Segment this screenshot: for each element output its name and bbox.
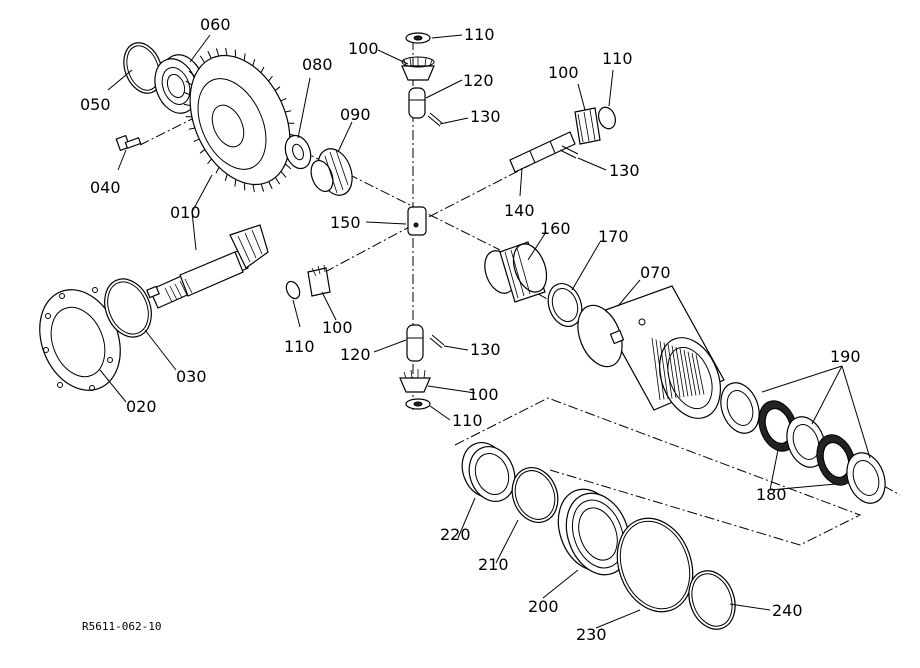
callout-180: 180 xyxy=(756,485,787,504)
callout-090: 090 xyxy=(340,105,371,124)
o-ring-230 xyxy=(616,517,694,613)
callout-030: 030 xyxy=(176,367,207,386)
side-gear-160 xyxy=(484,241,548,303)
spider-top-group xyxy=(401,32,443,127)
side-gear-090 xyxy=(310,148,353,196)
callout-220: 220 xyxy=(440,525,471,544)
roller-bearing-200 xyxy=(557,488,631,576)
spider-block-150 xyxy=(407,206,427,236)
drawing-code: R5611-062-10 xyxy=(82,620,161,633)
callout-200: 200 xyxy=(528,597,559,616)
callout-120-top: 120 xyxy=(463,71,494,90)
spider-bottom-group xyxy=(399,324,445,410)
callout-130-top: 130 xyxy=(470,107,501,126)
callout-210: 210 xyxy=(478,555,509,574)
seal-220 xyxy=(461,442,516,502)
washer-170 xyxy=(547,283,583,327)
callout-100-left: 100 xyxy=(322,318,353,337)
o-ring-030 xyxy=(104,278,152,338)
callout-040: 040 xyxy=(90,178,121,197)
callout-230: 230 xyxy=(576,625,607,644)
bevel-ring-gear-010 xyxy=(183,47,297,193)
thrust-washer-080 xyxy=(284,134,312,170)
spider-right-group xyxy=(509,106,617,173)
callout-240: 240 xyxy=(772,601,803,620)
clutch-plates-180-190 xyxy=(720,382,886,504)
callout-070: 070 xyxy=(640,263,671,282)
differential-case-070 xyxy=(577,285,725,419)
snap-ring-210 xyxy=(511,467,559,523)
callout-010: 010 xyxy=(170,203,201,222)
callout-190: 190 xyxy=(830,347,861,366)
callout-100-bottom: 100 xyxy=(468,385,499,404)
callout-020: 020 xyxy=(126,397,157,416)
bolt-040 xyxy=(115,134,142,152)
callout-060: 060 xyxy=(200,15,231,34)
callout-170: 170 xyxy=(598,227,629,246)
callout-050: 050 xyxy=(80,95,111,114)
snap-ring-240 xyxy=(688,570,736,630)
spider-left-group xyxy=(285,264,331,300)
callout-110-right: 110 xyxy=(602,49,633,68)
callout-160: 160 xyxy=(540,219,571,238)
callout-110-bottom: 110 xyxy=(452,411,483,430)
leader-lines xyxy=(99,34,871,629)
callout-150: 150 xyxy=(330,213,361,232)
callout-110-left: 110 xyxy=(284,337,315,356)
callout-130-right: 130 xyxy=(609,161,640,180)
pinion-shaft-010 xyxy=(146,224,269,309)
snap-ring-050 xyxy=(123,42,163,94)
callout-110-top: 110 xyxy=(464,25,495,44)
callout-labels: 010 020 030 040 050 060 070 080 090 100 … xyxy=(80,15,861,644)
callout-140: 140 xyxy=(504,201,535,220)
callout-100-right: 100 xyxy=(548,63,579,82)
callout-100-top: 100 xyxy=(348,39,379,58)
callout-130-bottom: 130 xyxy=(470,340,501,359)
callout-080: 080 xyxy=(302,55,333,74)
callout-120-bottom: 120 xyxy=(340,345,371,364)
